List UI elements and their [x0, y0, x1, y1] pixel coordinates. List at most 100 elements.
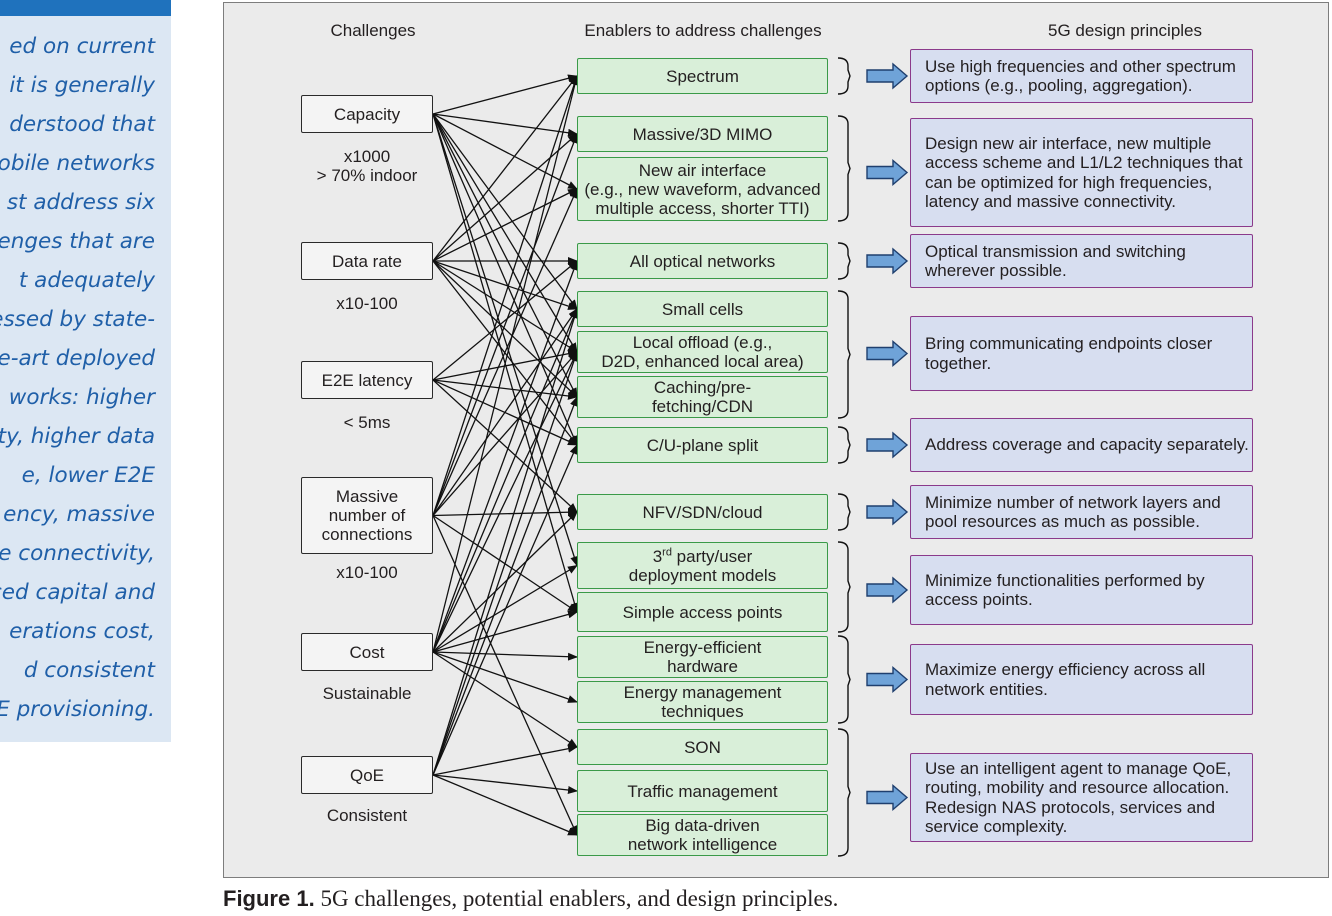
challenge-box: E2E latency: [301, 361, 433, 399]
link-arrow: [432, 113, 578, 310]
enabler-label: New air interface (e.g., new waveform, a…: [584, 160, 821, 218]
figure-caption-text: 5G challenges, potential enablers, and d…: [314, 886, 839, 911]
enabler-box: NFV/SDN/cloud: [577, 494, 828, 530]
link-arrow: [432, 379, 578, 400]
challenges-header: Challenges: [330, 21, 416, 40]
sidebar-line: nobile networks: [0, 151, 155, 176]
link-arrow: [432, 511, 578, 653]
link-arrow: [432, 188, 578, 262]
enabler-box: Spectrum: [577, 58, 828, 94]
principle-label: Minimize functionalities performed by ac…: [925, 570, 1205, 610]
challenge-label: Cost: [349, 642, 385, 662]
enabler-box: Small cells: [577, 291, 828, 327]
block-arrow: [866, 576, 909, 604]
link-arrow: [432, 610, 578, 653]
challenge-label: E2E latency: [321, 370, 413, 390]
enabler-label: NFV/SDN/cloud: [642, 502, 763, 522]
sidebar-line: t adequately: [18, 268, 155, 293]
link-arrow: [432, 396, 578, 776]
sidebar-line: e-art deployed: [0, 346, 155, 371]
sidebar-line: st address six: [6, 190, 155, 215]
group-bracket: [837, 115, 851, 222]
principle-label: Maximize energy efficiency across all ne…: [925, 660, 1206, 699]
block-arrow: [866, 665, 909, 694]
sidebar-line: city, higher data: [0, 424, 155, 449]
principle-box: Bring communicating endpoints closer tog…: [910, 316, 1253, 391]
challenge-box: Massive number of connections: [301, 477, 433, 554]
link-arrow: [432, 508, 578, 517]
enabler-box: Big data-driven network intelligence: [577, 814, 828, 856]
link-arrow: [432, 75, 578, 262]
challenge-metric: < 5ms: [343, 413, 391, 432]
link-arrow: [432, 260, 578, 653]
link-arrow: [432, 351, 578, 653]
enabler-label: Energy management techniques: [623, 683, 782, 721]
link-arrow: [432, 113, 578, 137]
group-bracket: [837, 493, 851, 531]
enabler-box: Energy-efficient hardware: [577, 636, 828, 678]
sidebar-line: derstood that: [9, 112, 155, 137]
enabler-box: Caching/pre- fetching/CDN: [577, 376, 828, 418]
principle-label: Design new air interface, new multiple a…: [925, 133, 1243, 212]
group-bracket: [837, 541, 851, 633]
block-arrow: [866, 431, 909, 459]
enabler-label: Traffic management: [627, 781, 778, 801]
challenge-box: QoE: [301, 756, 433, 794]
principles-header: 5G design principles: [1047, 21, 1203, 40]
challenge-label: Capacity: [333, 104, 401, 124]
enabler-label: Simple access points: [622, 602, 783, 622]
figure-caption-label: Figure 1.: [223, 886, 315, 911]
enabler-label: All optical networks: [629, 251, 776, 271]
sidebar-line: s, it is generally: [0, 73, 155, 98]
principle-label: Optical transmission and switching where…: [925, 241, 1186, 281]
link-arrow: [432, 188, 578, 516]
principle-box: Design new air interface, new multiple a…: [910, 118, 1253, 227]
group-bracket: [837, 635, 851, 724]
principle-box: Minimize functionalities performed by ac…: [910, 555, 1253, 625]
sidebar-accent-bar: [0, 0, 171, 16]
enabler-box: C/U-plane split: [577, 427, 828, 463]
enabler-label: Small cells: [661, 299, 744, 319]
challenge-label: QoE: [349, 765, 385, 785]
enabler-box: Traffic management: [577, 770, 828, 812]
challenge-box: Data rate: [301, 242, 433, 280]
challenge-metric: x10-100: [336, 563, 398, 582]
sidebar-line: essed by state-: [0, 307, 155, 332]
sidebar-line: ce connectivity,: [0, 541, 155, 566]
enablers-header: Enablers to address challenges: [584, 21, 822, 40]
link-arrow: [432, 515, 578, 836]
link-arrow: [432, 308, 579, 776]
link-arrow: [432, 260, 578, 398]
link-arrow: [432, 113, 578, 190]
sidebar-line: ced capital and: [0, 580, 155, 605]
enabler-label: Caching/pre- fetching/CDN: [651, 378, 754, 416]
principle-label: Address coverage and capacity separately…: [925, 435, 1249, 455]
enabler-box: Simple access points: [577, 592, 828, 632]
link-arrow: [432, 113, 578, 398]
principle-label: Use high frequencies and other spectrum …: [925, 56, 1236, 96]
challenge-label: Data rate: [332, 251, 402, 271]
enabler-label: Big data-driven network intelligence: [627, 816, 778, 854]
challenge-metric: x10-100: [336, 294, 398, 313]
link-arrow: [432, 260, 578, 310]
link-arrow: [432, 75, 579, 653]
enabler-box: Energy management techniques: [577, 681, 828, 723]
link-arrow: [432, 133, 578, 516]
challenge-metric: x1000 > 70% indoor: [316, 147, 418, 185]
link-arrow: [432, 308, 578, 653]
enabler-label-prefix: 3: [652, 546, 663, 566]
link-arrow: [432, 74, 578, 115]
enabler-box: Massive/3D MIMO: [577, 116, 828, 152]
enabler-label-superscript: rd: [662, 545, 672, 558]
enabler-label: Local offload (e.g., D2D, enhanced local…: [601, 333, 804, 371]
sidebar-line: ency, massive: [3, 502, 155, 527]
challenge-metric: Consistent: [326, 806, 408, 825]
enabler-box: SON: [577, 729, 828, 765]
link-arrow: [432, 379, 578, 513]
block-arrow: [866, 158, 909, 187]
link-arrow: [432, 351, 578, 516]
principle-label: Use an intelligent agent to manage QoE, …: [925, 758, 1232, 837]
link-arrow: [432, 113, 578, 446]
link-arrow: [432, 75, 578, 516]
